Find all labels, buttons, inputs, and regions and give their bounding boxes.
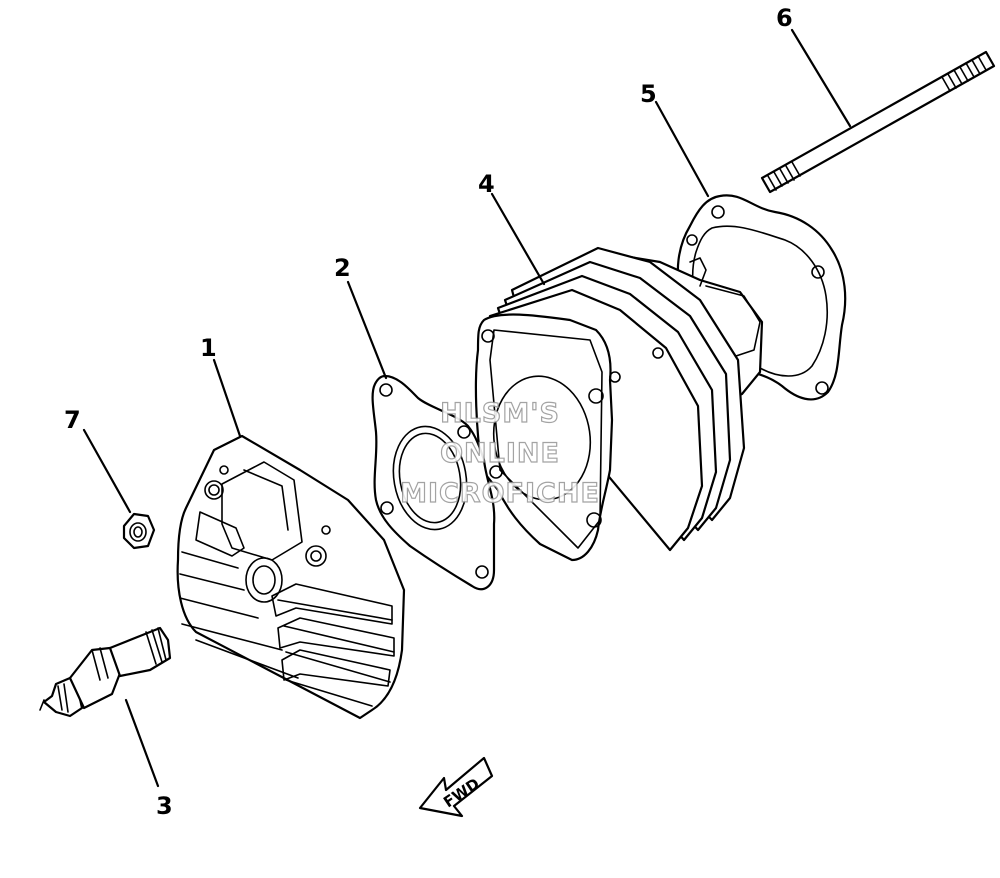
leader-line-1 <box>212 358 242 438</box>
leader-line-5 <box>654 100 710 198</box>
callout-2: 2 <box>334 254 351 282</box>
watermark-line-2: ONLINE <box>440 438 560 469</box>
watermark: HLSM'S ONLINE MICROFICHE <box>399 397 600 509</box>
forward-arrow-icon: FWD <box>418 756 494 818</box>
callout-3: 3 <box>156 792 173 820</box>
watermark-line-1: HLSM'S <box>440 398 560 429</box>
cylinder-head-part <box>176 434 406 720</box>
stud-bolt-part <box>760 50 996 194</box>
callout-4: 4 <box>478 170 495 198</box>
leader-line-7 <box>82 428 132 514</box>
callout-6: 6 <box>776 4 793 32</box>
callout-5: 5 <box>640 80 657 108</box>
cylinder-part <box>474 246 764 562</box>
leader-line-4 <box>490 192 546 286</box>
leader-line-2 <box>346 280 388 380</box>
callout-7: 7 <box>64 406 81 434</box>
callout-1: 1 <box>200 334 217 362</box>
watermark-line-3: MICROFICHE <box>400 478 600 509</box>
callout-labels: 1 2 3 4 5 6 7 <box>64 4 793 820</box>
leader-lines <box>82 28 852 788</box>
head-gasket-part <box>371 374 496 591</box>
leader-line-3 <box>124 698 160 788</box>
nut-part <box>122 512 156 550</box>
leader-line-6 <box>790 28 852 128</box>
spark-plug-part <box>39 626 172 718</box>
